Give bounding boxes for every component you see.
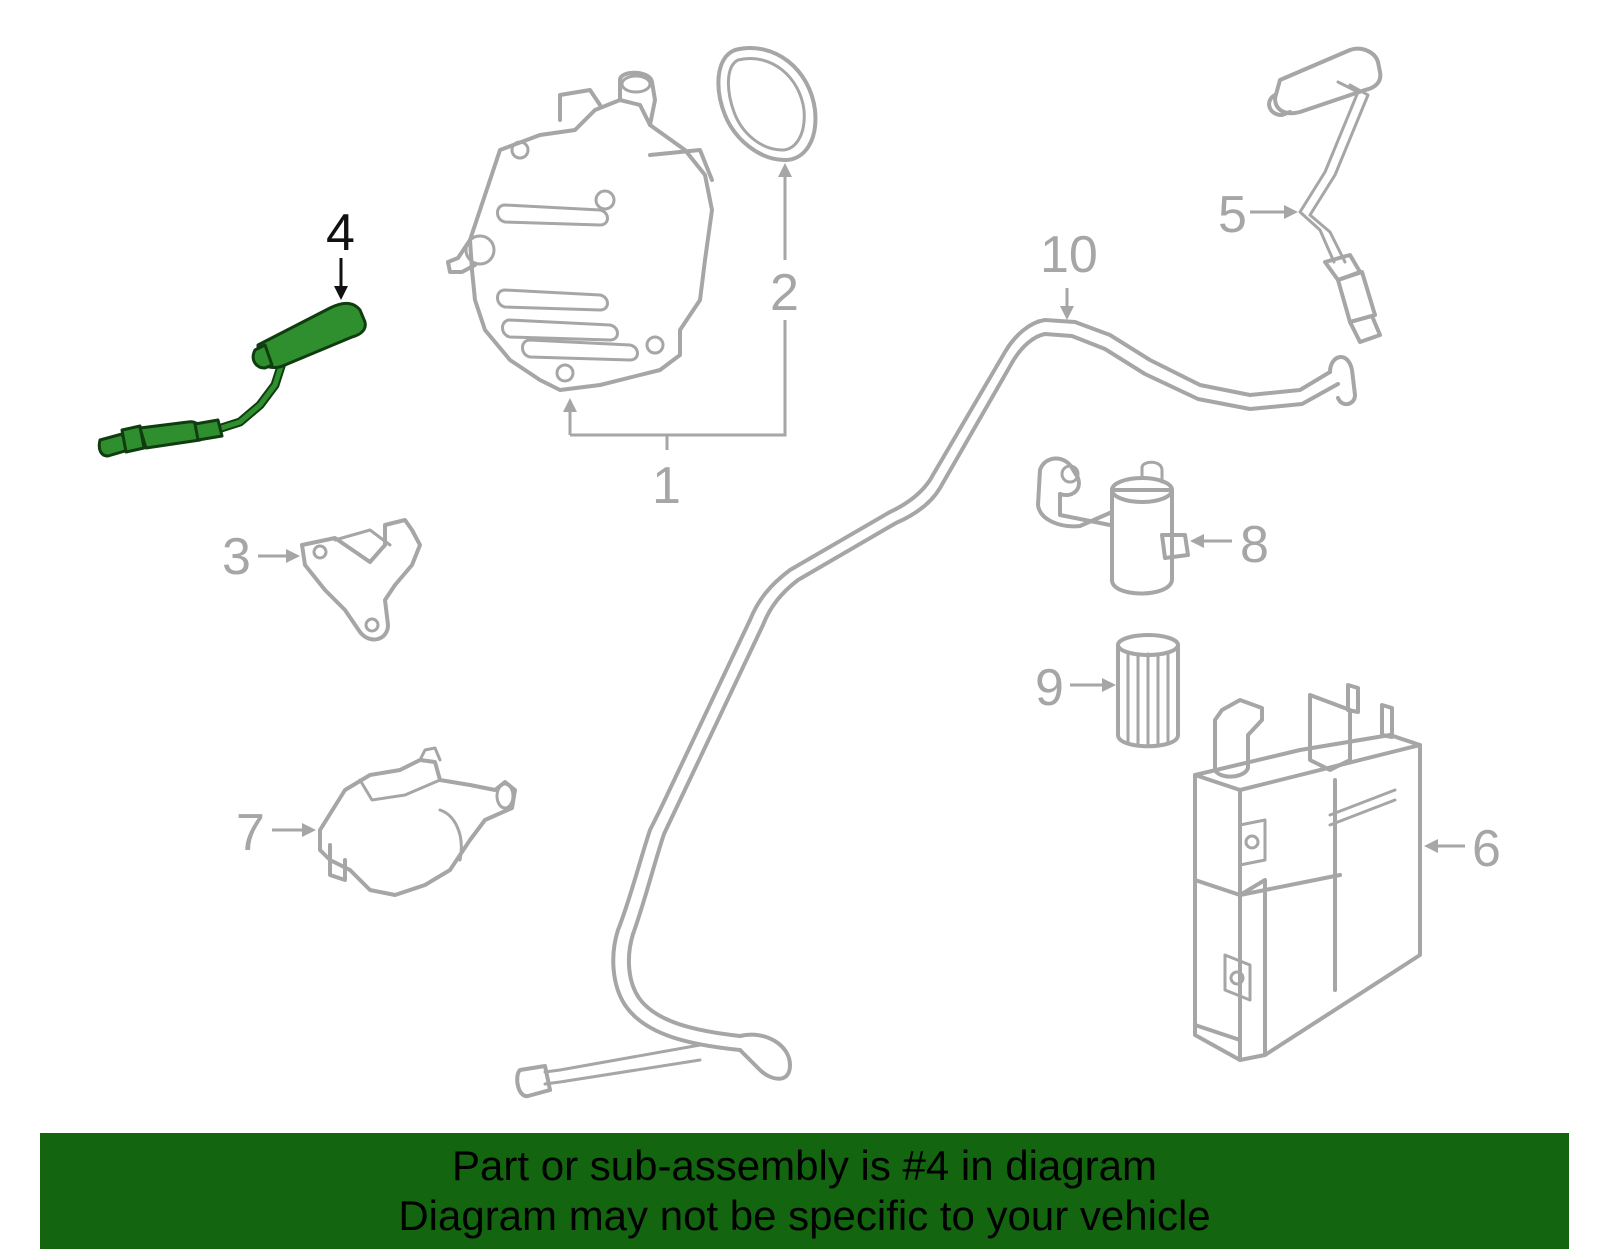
part-1-vacuum-pump[interactable]: [446, 70, 714, 392]
callout-5[interactable]: 5: [1218, 186, 1247, 244]
banner-line-disclaimer: Diagram may not be specific to your vehi…: [398, 1192, 1211, 1239]
part-10-vacuum-line[interactable]: [515, 318, 1357, 1098]
banner-line-part-number: Part or sub-assembly is #4 in diagram: [452, 1142, 1157, 1189]
part-9-filter[interactable]: [1116, 633, 1180, 749]
callout-1[interactable]: 1: [652, 457, 681, 515]
leader-1: [570, 320, 787, 437]
callout-7[interactable]: 7: [236, 804, 265, 862]
callout-2[interactable]: 2: [770, 264, 799, 322]
part-7-purge-valve[interactable]: [318, 746, 517, 897]
callout-9[interactable]: 9: [1035, 659, 1064, 717]
part-5-oxygen-sensor[interactable]: [1267, 46, 1383, 344]
part-2-gasket[interactable]: [716, 46, 818, 162]
part-8-valve[interactable]: [1036, 456, 1190, 596]
callout-10[interactable]: 10: [1040, 226, 1098, 284]
part-4-oxygen-sensor-highlighted[interactable]: [97, 301, 367, 458]
callout-8[interactable]: 8: [1240, 516, 1269, 574]
info-banner: Part or sub-assembly is #4 in diagram Di…: [40, 1133, 1569, 1249]
callout-4[interactable]: 4: [326, 204, 355, 262]
callout-3[interactable]: 3: [222, 528, 251, 586]
part-6-charcoal-canister[interactable]: [1193, 683, 1422, 1062]
callout-6[interactable]: 6: [1472, 820, 1501, 878]
part-3-sensor[interactable]: [300, 518, 422, 642]
